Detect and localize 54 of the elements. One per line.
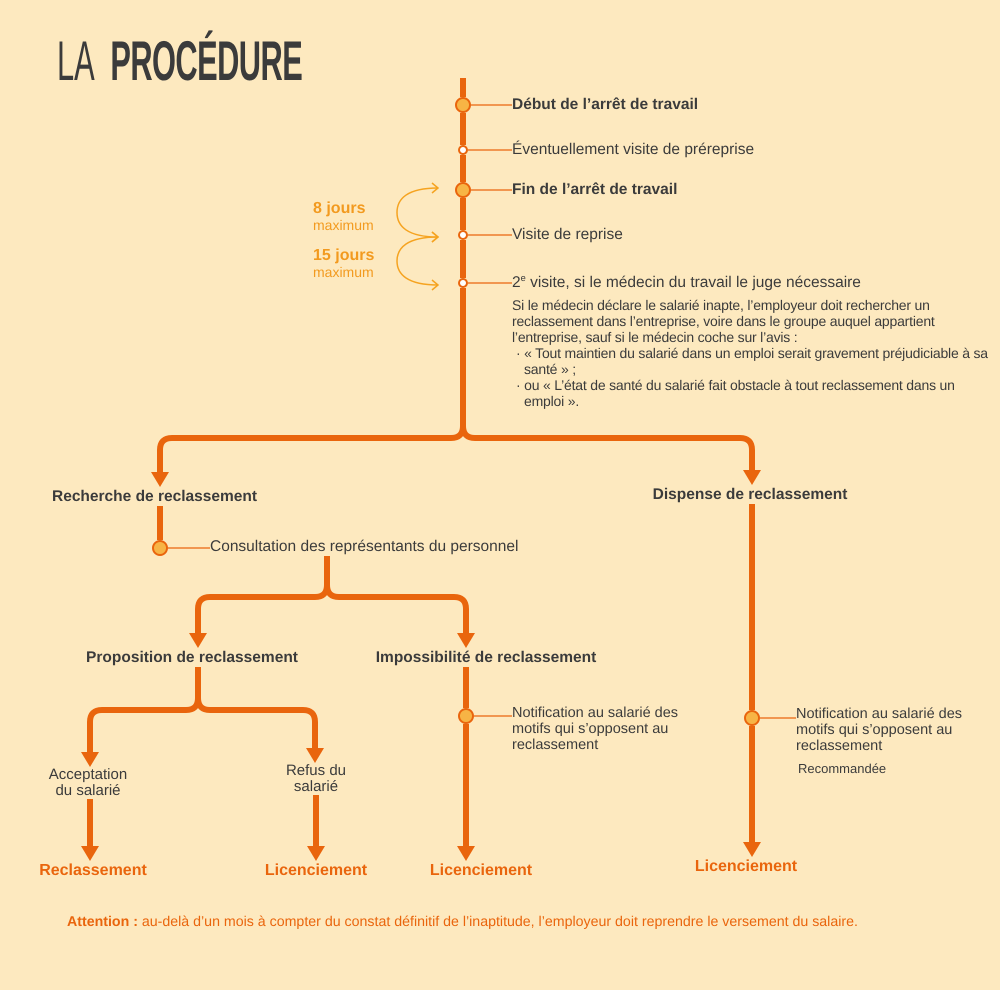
note-text: Notification au salarié des motifs qui s’opposent au reclassement	[796, 706, 964, 754]
branch-label: Proposition de reclassement	[86, 648, 298, 667]
leader-line	[474, 715, 512, 717]
annotation-text: Recommandée	[797, 761, 888, 777]
step-label: Éventuellement visite de préreprise	[512, 140, 754, 159]
flow-line	[460, 198, 466, 230]
outcome-label: Licenciement	[694, 857, 798, 876]
flow-line	[460, 113, 466, 145]
flow-line	[460, 155, 466, 182]
branch-label: Recherche de reclassement	[52, 487, 258, 506]
leader-line	[468, 282, 512, 284]
leader-line	[471, 189, 512, 191]
branch-label: Dispense de reclassement	[652, 485, 848, 504]
milestone-dot	[744, 710, 760, 726]
milestone-label: Fin de l’arrêt de travail	[512, 180, 678, 199]
leader-line	[760, 717, 796, 719]
flow-line	[460, 240, 466, 278]
note-text: Si le médecin déclare le salarié inapte, l’employeur doit rechercher un reclassement dans l’entreprise, voire dans le groupe auquel appartient l’entreprise, sauf si le médecin coche sur l’avis :	[512, 297, 936, 345]
flow-line	[463, 667, 469, 708]
step-label: Visite de reprise	[512, 225, 623, 244]
milestone-dot	[458, 230, 468, 240]
outcome-label: Reclassement	[39, 861, 147, 880]
leader-line	[468, 149, 512, 151]
outcome-label: Licenciement	[264, 861, 368, 880]
leader-line	[168, 547, 210, 549]
choice-label: Acceptation du salarié	[44, 767, 132, 799]
milestone-dot	[152, 540, 168, 556]
flow-line	[460, 78, 466, 97]
caption-note: Attention : au-delà d’un mois à compter du constat définitif de l’inaptitude, l’employeur doit reprendre le versement du salaire.	[67, 913, 859, 931]
flow-arrow	[743, 726, 761, 857]
milestone-label: Début de l’arrêt de travail	[512, 95, 698, 114]
branch-label: Impossibilité de reclassement	[376, 648, 596, 667]
note-text: Notification au salarié des motifs qui s’opposent au reclassement	[512, 705, 694, 753]
choice-label: Refus du salarié	[276, 763, 356, 795]
outcome-label: Licenciement	[430, 861, 532, 880]
step-label: 2$^{e}$ visite, si le médecin du travail le juge nécessaire	[512, 273, 862, 292]
milestone-dot	[458, 708, 474, 724]
milestone-dot	[458, 278, 468, 288]
flow-line	[749, 504, 755, 710]
flow-line	[157, 506, 163, 540]
bullet-item: · « Tout maintien du salarié dans un emploi serait gravement préjudiciable à sa santé » ;	[515, 345, 989, 377]
duration-label: 8 jours maximum	[313, 200, 374, 233]
step-label: Consultation des représentants du personnel	[210, 537, 518, 556]
duration-label: 15 jours maximum	[313, 247, 374, 280]
flow-arrow	[307, 795, 325, 861]
milestone-dot	[455, 97, 471, 113]
title: LA PROCÉDURE	[57, 32, 302, 90]
milestone-dot	[458, 145, 468, 155]
leader-line	[471, 104, 512, 106]
bullet-item: · ou « L’état de santé du salarié fait obstacle à tout reclassement dans un emploi ».	[515, 377, 956, 409]
flow-arrow	[81, 799, 99, 861]
flow-arrow	[457, 724, 475, 861]
leader-line	[468, 234, 512, 236]
milestone-dot	[455, 182, 471, 198]
